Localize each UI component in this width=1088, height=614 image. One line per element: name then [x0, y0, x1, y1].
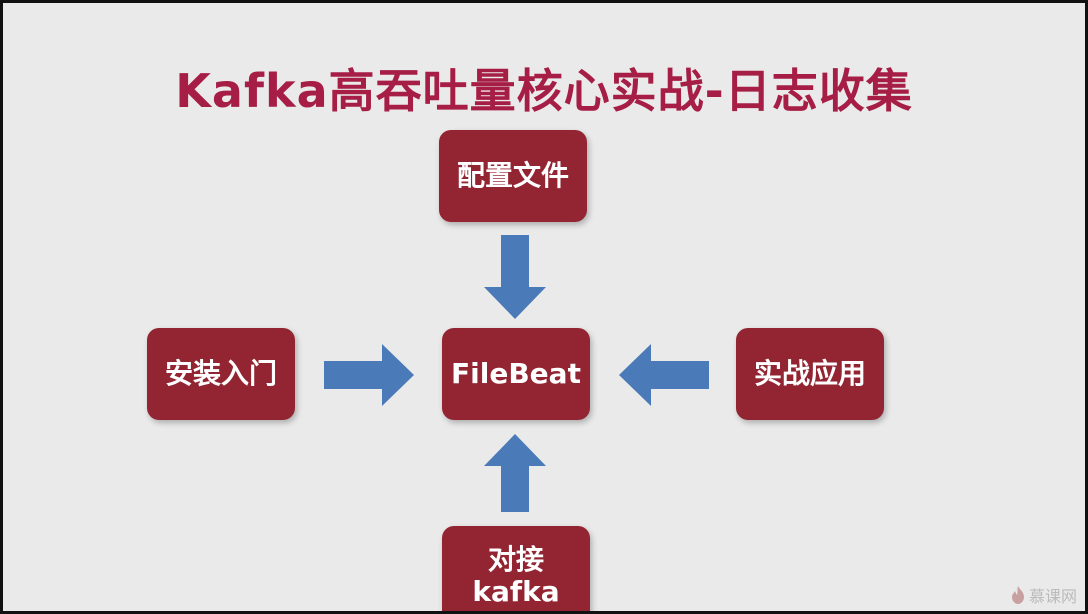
arrow-left-icon — [619, 344, 709, 406]
slide-title: Kafka高吞吐量核心实战-日志收集 — [175, 64, 913, 118]
arrow-up-icon — [484, 434, 546, 512]
node-filebeat-label: FileBeat — [451, 356, 581, 390]
node-install: 安装入门 — [147, 328, 295, 420]
node-practice: 实战应用 — [736, 328, 884, 420]
slide: Kafka高吞吐量核心实战-日志收集 配置文件 FileBeat 安装入门 实战… — [3, 3, 1085, 611]
node-kafka: 对接 kafka — [442, 526, 590, 611]
node-kafka-label-line2: kafka — [472, 575, 560, 608]
node-config-file-label: 配置文件 — [456, 158, 569, 192]
node-kafka-label-line1: 对接 — [487, 542, 544, 576]
flame-logo-icon — [1011, 586, 1024, 604]
watermark-text: 慕课网 — [1028, 587, 1077, 606]
arrow-right-icon — [324, 344, 414, 406]
watermark: 慕课网 — [1011, 583, 1077, 607]
node-config-file: 配置文件 — [439, 130, 587, 222]
node-practice-label: 实战应用 — [753, 356, 866, 390]
node-filebeat: FileBeat — [442, 328, 590, 420]
node-install-label: 安装入门 — [164, 356, 277, 390]
arrow-down-icon — [484, 235, 546, 319]
